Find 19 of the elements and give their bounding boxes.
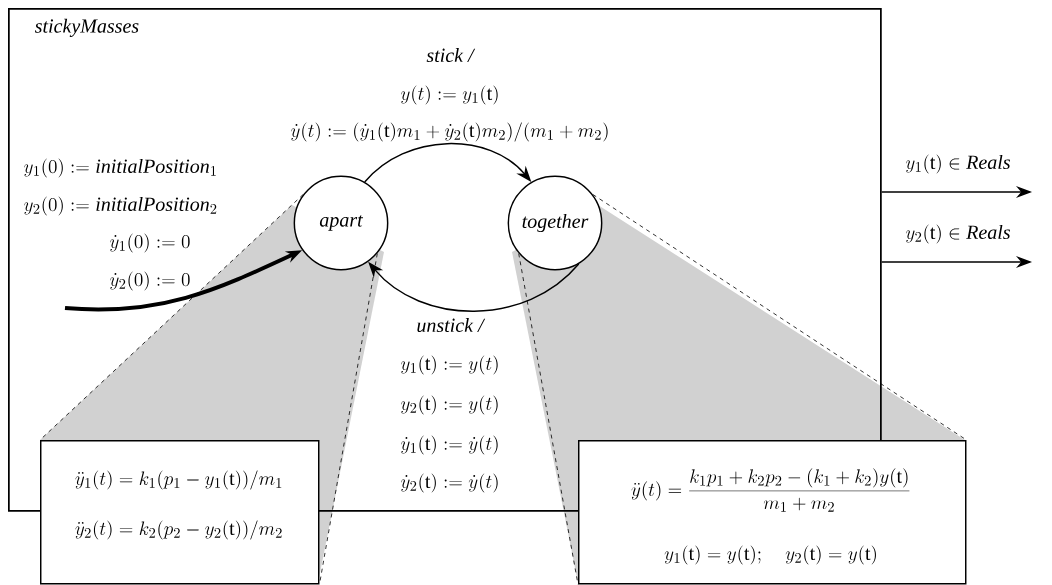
- action-text: $\dot{y}_1(\mathrm{t}) := \dot{y}(t)$: [401, 435, 498, 455]
- edge-label: $y_2(\mathrm{t}) \in \mathit{Reals}$: [905, 224, 1010, 244]
- projection-line: [592, 194, 967, 441]
- projection-line: [518, 253, 579, 585]
- action-text: $\dot{y}(t) := (\dot{y}_1(\mathrm{t})m_1 + \dot{y}_2(\mathrm{t})m_2)/(m_1+m_2)$: [291, 122, 608, 142]
- action-text: $y_1(\mathrm{t}) := y(t)$: [401, 355, 498, 375]
- action-text: $\dot{y}_1(0) := 0$: [110, 233, 190, 253]
- edge-label: unstick /: [415, 316, 486, 334]
- edge-label: stick /: [425, 46, 476, 64]
- refinement-box: $\ddot{y}_1(t) = k_1(p_1 - y_1(\mathrm{t}))/m_1$ $\ddot{y}_2(t) = k_2(p_2 - y_2(\mathrm{t}))/m_2$: [40, 440, 320, 585]
- projection-line: [39, 194, 304, 441]
- edge-label: $y_1(\mathrm{t}) \in \mathit{Reals}$: [905, 154, 1010, 174]
- action-text: $y(t) := y_1(\mathrm{t})$: [401, 85, 498, 105]
- action-text: $y_2(0) := \mathit{initialPosition}_2$: [24, 196, 217, 216]
- refinement-box: $\ddot{y}(t) = \frac{k_1 p_1 + k_2 p_2 - (k_1+k_2)y(\mathrm{t})}{m_1+m_2}$ $y_1(\mathrm{t}) = y(\mathrm{t});\quad y_2(\mathrm{t}) = y(\mathrm{t})$: [578, 440, 967, 585]
- action-text: $\dot{y}_2(0) := 0$: [110, 271, 190, 291]
- action-text: $y_1(0) := \mathit{initialPosition}_1$: [24, 158, 216, 178]
- action-text: $y_2(\mathrm{t}) := y(t)$: [401, 395, 498, 415]
- action-text: $\dot{y}_2(\mathrm{t}) := \dot{y}(t)$: [401, 473, 498, 493]
